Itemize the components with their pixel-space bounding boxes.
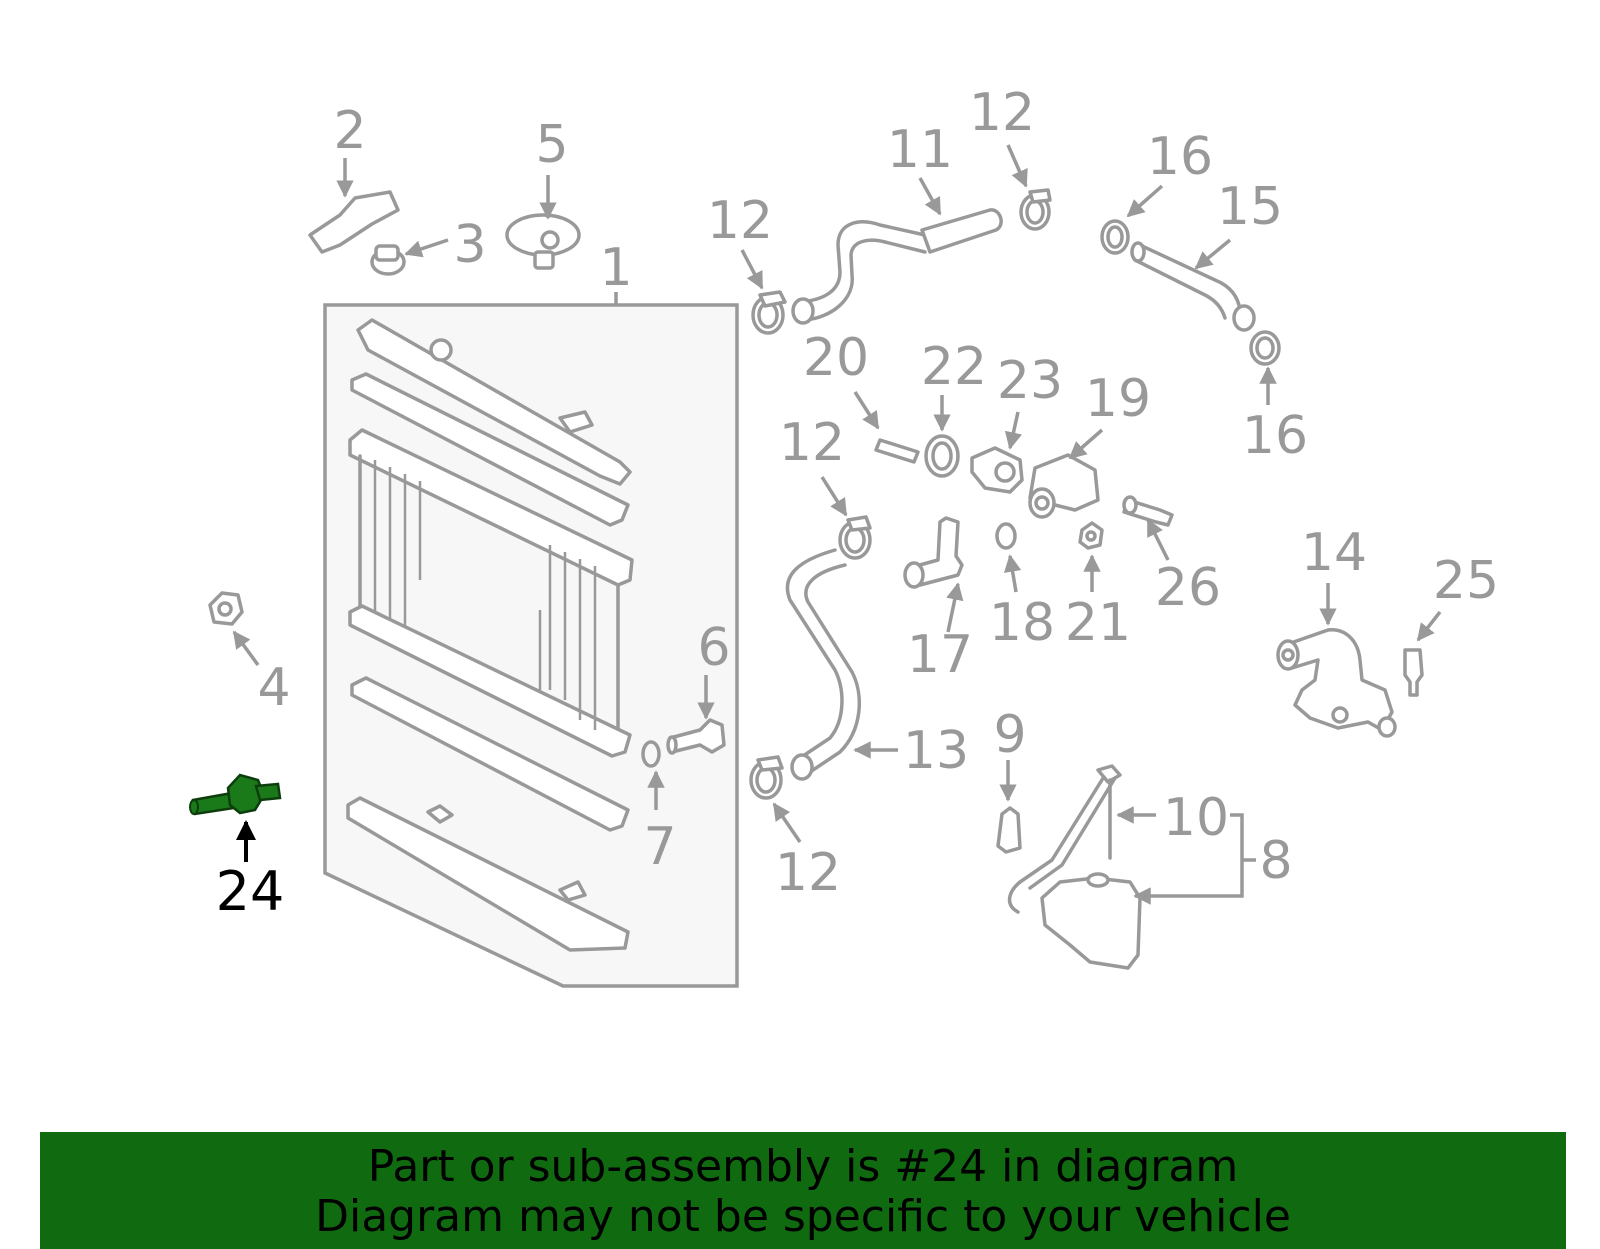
part-19-water-outlet (1028, 428, 1104, 519)
label-8: 8 (1259, 831, 1292, 891)
radiator-assembly (323, 292, 739, 988)
part-17-water-pipe (903, 516, 964, 633)
part-23-thermostat (970, 411, 1024, 494)
part-12-clamp-c (820, 476, 872, 560)
label-10: 10 (1163, 788, 1229, 848)
part-12-clamp-d (749, 755, 802, 843)
label-22: 22 (921, 337, 987, 397)
label-24: 24 (216, 860, 285, 923)
label-25: 25 (1433, 551, 1499, 611)
label-23: 23 (997, 351, 1063, 411)
part-15-hose (1130, 238, 1256, 332)
label-1: 1 (599, 238, 632, 298)
part-18-o-ring (995, 522, 1022, 593)
part-8-reservoir (1040, 813, 1256, 970)
label-3: 3 (453, 215, 486, 275)
part-6-drain-plug (666, 675, 726, 755)
label-16a: 16 (1147, 127, 1213, 187)
label-13: 13 (903, 721, 969, 781)
label-16b: 16 (1242, 406, 1308, 466)
part-7-o-ring (641, 740, 665, 810)
part-12-clamp-b (1006, 144, 1052, 231)
part-24-highlighted (189, 773, 282, 862)
label-12d: 12 (775, 843, 841, 903)
part-25-sensor (1403, 610, 1442, 697)
label-4: 4 (257, 658, 290, 718)
label-11: 11 (887, 120, 953, 180)
part-4-nut (208, 591, 260, 667)
part-2-bracket (308, 158, 400, 254)
label-19: 19 (1085, 369, 1151, 429)
part-21-nut (1078, 521, 1104, 592)
label-7: 7 (643, 817, 676, 877)
label-12b: 12 (969, 83, 1035, 143)
part-5-cap (505, 175, 581, 270)
label-18: 18 (989, 593, 1055, 653)
label-9: 9 (993, 705, 1026, 765)
label-5: 5 (535, 115, 568, 175)
banner-line-2: Diagram may not be specific to your vehi… (315, 1191, 1291, 1242)
part-16-clamp-b (1249, 330, 1281, 405)
part-3-cushion (370, 238, 449, 276)
label-26: 26 (1155, 558, 1221, 618)
info-banner: Part or sub-assembly is #24 in diagram D… (40, 1132, 1566, 1249)
banner-line-1: Part or sub-assembly is #24 in diagram (367, 1141, 1239, 1192)
label-14: 14 (1301, 523, 1367, 583)
part-22-gasket (924, 395, 960, 478)
part-10-reservoir-hose (1007, 764, 1156, 914)
part-9-clip (996, 760, 1022, 854)
label-15: 15 (1217, 177, 1283, 237)
label-12a: 12 (707, 191, 773, 251)
label-2: 2 (333, 101, 366, 161)
part-13-lower-hose (785, 548, 898, 781)
part-11-upper-hose (791, 177, 1003, 325)
part-20-stud (853, 391, 920, 464)
label-20: 20 (803, 328, 869, 388)
part-16-clamp-a (1100, 184, 1164, 255)
part-14-water-inlet (1276, 583, 1397, 738)
part-26-sensor (1122, 495, 1174, 561)
part-12-clamp-a (740, 249, 787, 335)
label-21: 21 (1065, 593, 1131, 653)
label-12c: 12 (779, 413, 845, 473)
label-6: 6 (697, 618, 730, 678)
label-17: 17 (907, 625, 973, 685)
